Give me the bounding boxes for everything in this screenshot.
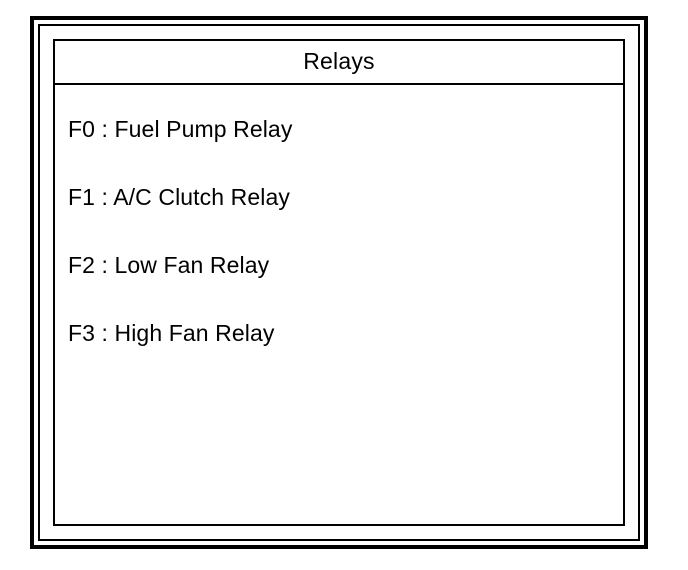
relays-panel: Relays F0 : Fuel Pump Relay F1 : A/C Clu… — [53, 39, 625, 526]
list-item[interactable]: F1 : A/C Clutch Relay — [68, 184, 290, 210]
page-title: Relays — [303, 47, 375, 74]
list-item[interactable]: F3 : High Fan Relay — [68, 320, 275, 346]
panel-body: F0 : Fuel Pump Relay F1 : A/C Clutch Rel… — [55, 85, 623, 524]
list-item[interactable]: F2 : Low Fan Relay — [68, 252, 270, 278]
relay-list: F0 : Fuel Pump Relay F1 : A/C Clutch Rel… — [68, 116, 623, 347]
window-frame-inner: Relays F0 : Fuel Pump Relay F1 : A/C Clu… — [38, 24, 640, 541]
window-frame-outer: Relays F0 : Fuel Pump Relay F1 : A/C Clu… — [30, 16, 648, 549]
panel-titlebar: Relays — [55, 41, 623, 85]
list-item[interactable]: F0 : Fuel Pump Relay — [68, 116, 293, 142]
